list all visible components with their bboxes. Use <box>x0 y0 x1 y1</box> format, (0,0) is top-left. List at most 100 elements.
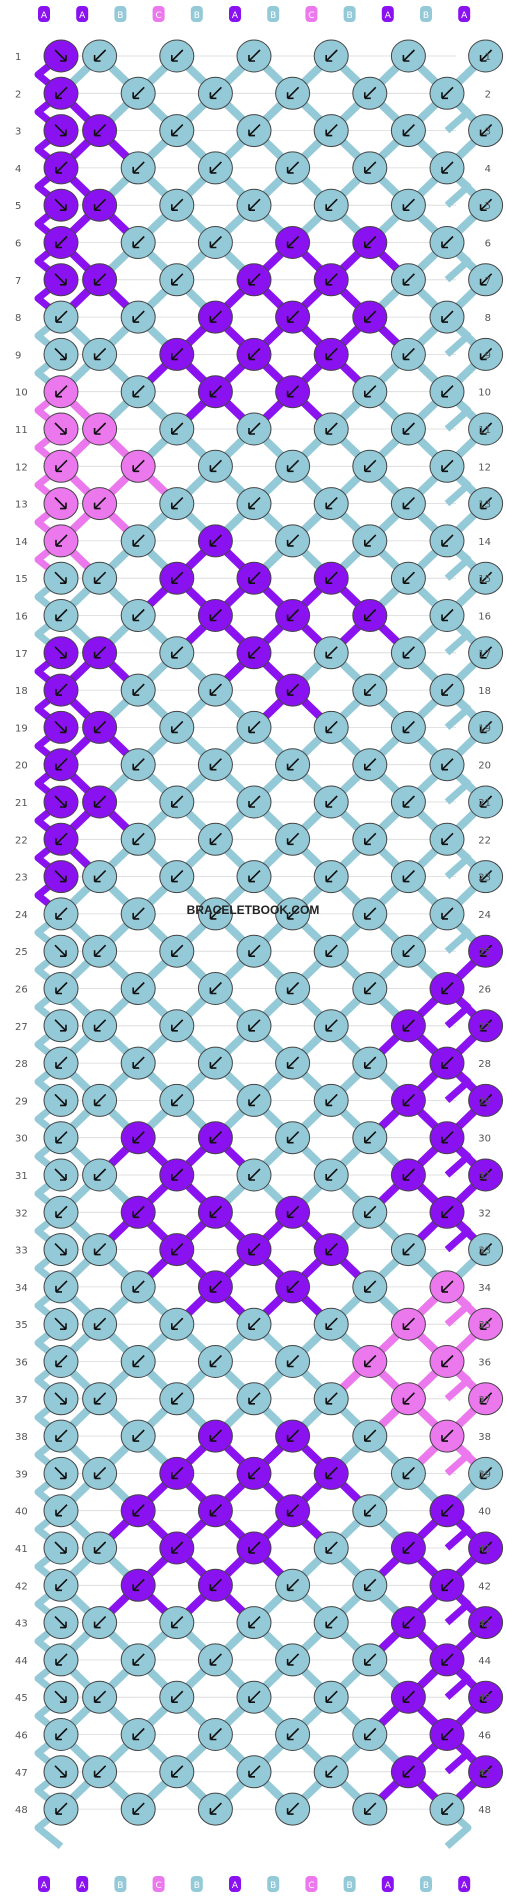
knot <box>82 1531 118 1565</box>
knot <box>236 114 272 148</box>
knot <box>468 1083 504 1117</box>
knot <box>468 710 504 744</box>
knot <box>352 1046 388 1080</box>
knot-arrow-icon <box>209 683 222 696</box>
knot-arrow-icon <box>364 1354 377 1368</box>
knot-arrow-icon <box>402 1317 415 1330</box>
knot-arrow-icon <box>55 758 68 771</box>
knot-arrow-icon <box>441 1056 454 1069</box>
row-number: 19 <box>15 723 28 734</box>
knot <box>313 412 349 446</box>
strand-label-top: A <box>381 6 394 22</box>
knot-arrow-icon <box>402 795 415 808</box>
svg-text:B: B <box>117 1881 123 1891</box>
row-number: 44 <box>478 1656 491 1667</box>
row-number: 46 <box>478 1731 491 1742</box>
knot <box>313 1680 349 1714</box>
knot <box>159 710 195 744</box>
knot-arrow-icon <box>402 720 415 734</box>
svg-text:A: A <box>79 11 86 21</box>
knot <box>390 1456 426 1490</box>
knot <box>275 673 311 707</box>
knot <box>313 1083 349 1117</box>
knot-arrow-icon <box>325 1093 338 1107</box>
knot-arrow-icon <box>325 1243 338 1256</box>
knot-arrow-icon <box>286 310 300 323</box>
knot-arrow-icon <box>55 1578 68 1592</box>
knot <box>82 1382 118 1416</box>
row-number: 27 <box>15 1022 28 1033</box>
knot <box>468 561 504 595</box>
knot <box>313 337 349 371</box>
row-number: 4 <box>485 164 491 175</box>
knot-arrow-icon <box>479 1317 493 1330</box>
knot-arrow-icon <box>479 1243 493 1256</box>
row-number: 29 <box>478 1096 491 1107</box>
knot <box>429 1345 465 1378</box>
knot <box>429 151 465 185</box>
row-number: 35 <box>15 1320 28 1331</box>
knot <box>429 1494 465 1528</box>
row-number: 30 <box>15 1134 28 1145</box>
knot <box>390 487 426 521</box>
knot <box>159 1680 195 1714</box>
knot <box>120 524 156 558</box>
knot <box>236 934 272 968</box>
knot-arrow-icon <box>364 86 377 100</box>
row-number: 13 <box>15 500 28 511</box>
knot-arrow-icon <box>248 1243 261 1256</box>
row-number: 32 <box>15 1208 28 1219</box>
knot-arrow-icon <box>54 870 67 883</box>
row-number: 45 <box>478 1693 491 1704</box>
knot <box>197 748 233 782</box>
knot-arrow-icon <box>54 1616 67 1629</box>
knot-arrow-icon <box>54 720 67 734</box>
knot-arrow-icon <box>54 1392 67 1405</box>
knot <box>468 412 504 446</box>
row-guides <box>50 55 456 1810</box>
knot-arrow-icon <box>364 310 377 323</box>
knot-arrow-icon <box>248 795 261 808</box>
knot <box>120 972 156 1005</box>
knot-arrow-icon <box>441 1504 454 1517</box>
svg-text:B: B <box>347 11 353 21</box>
knot <box>236 1233 272 1267</box>
knot-arrow-icon <box>286 459 300 473</box>
row-number: 47 <box>15 1768 28 1779</box>
knot-arrow-icon <box>132 161 145 174</box>
row-number: 41 <box>478 1544 491 1555</box>
knot-arrow-icon <box>325 49 338 62</box>
row-number: 27 <box>478 1022 491 1033</box>
knot-arrow-icon <box>325 1541 338 1554</box>
knot-arrow-icon <box>93 1765 107 1778</box>
knot-arrow-icon <box>479 124 493 137</box>
knot-arrow-icon <box>441 832 454 846</box>
knot-arrow-icon <box>171 1616 184 1629</box>
knot <box>236 561 272 595</box>
knot <box>159 487 195 521</box>
knot-arrow-icon <box>325 198 338 211</box>
knot-arrow-icon <box>248 1765 261 1778</box>
knot-arrow-icon <box>209 1802 222 1815</box>
knot-arrow-icon <box>209 981 222 995</box>
row-number: 46 <box>15 1731 28 1742</box>
knot-arrow-icon <box>54 1690 67 1703</box>
strand-label-bottom: C <box>305 1876 318 1892</box>
knot <box>313 1531 349 1565</box>
row-number: 10 <box>478 388 491 399</box>
row-number: 18 <box>478 686 491 697</box>
knot <box>429 1195 465 1229</box>
knot <box>236 1307 272 1341</box>
knot <box>429 1792 465 1826</box>
knot-arrow-icon <box>209 1354 222 1368</box>
strand-label-bottom: C <box>152 1876 165 1892</box>
knot-arrow-icon <box>54 347 67 361</box>
knot <box>429 822 465 856</box>
knot-arrow-icon <box>479 795 493 808</box>
knot <box>352 822 388 856</box>
knot <box>43 337 79 371</box>
knot-arrow-icon <box>248 1690 261 1703</box>
knot <box>43 599 79 632</box>
knot-arrow-icon <box>209 608 222 622</box>
knot-arrow-icon <box>402 646 415 659</box>
